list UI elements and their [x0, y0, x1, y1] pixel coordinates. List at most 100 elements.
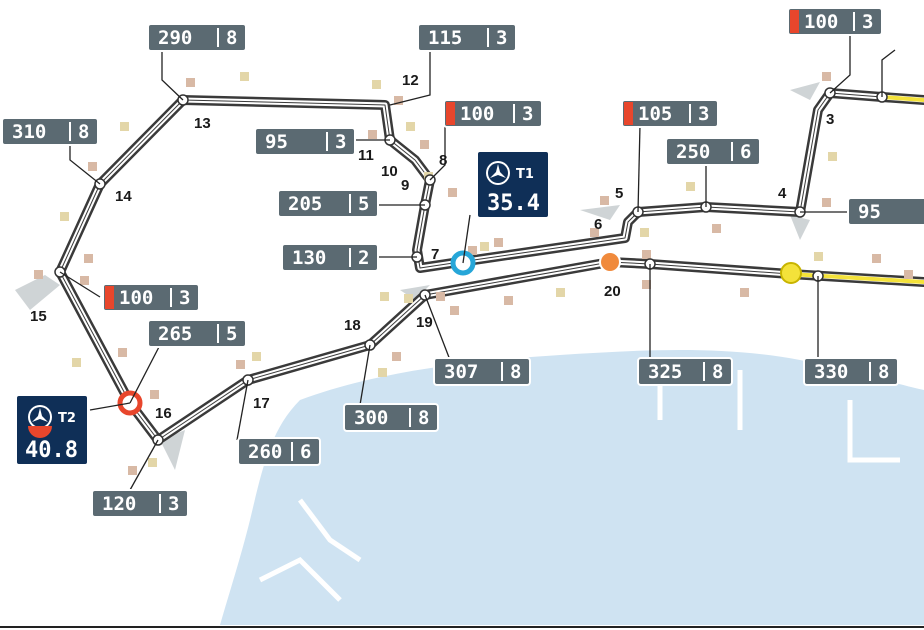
sector-marker-orange: [599, 251, 621, 273]
speed-trap-t1-value: 35.4: [487, 191, 540, 216]
speed-gear-tag: 105 3: [621, 99, 719, 128]
marshal-post: [186, 78, 195, 87]
tag-gear: 6: [300, 441, 311, 463]
turn-8-label: 8: [439, 152, 447, 169]
marshal-post: [504, 296, 513, 305]
tag-background: [254, 127, 356, 156]
marshal-post: [372, 80, 381, 89]
marshal-post: [828, 152, 837, 161]
tag-speed: 100: [460, 103, 494, 125]
marshal-post: [72, 358, 81, 367]
marshal-post: [712, 224, 721, 233]
turn-4-label: 4: [778, 185, 787, 202]
tag-speed: 307: [444, 361, 478, 383]
marshal-post: [252, 352, 261, 361]
marshal-post: [468, 246, 477, 255]
tag-speed: 290: [158, 27, 192, 49]
track-centerline: [59, 92, 924, 441]
tag-background: [417, 23, 517, 52]
marshal-markers: [34, 72, 913, 475]
tag-speed: 95: [265, 131, 288, 153]
leader-lines: [59, 35, 896, 491]
speed-trap-t1-box: T1 35.4: [478, 152, 548, 217]
marshal-post: [436, 292, 445, 301]
marshal-post: [240, 72, 249, 81]
marshal-post: [118, 348, 127, 357]
marshal-post: [480, 242, 489, 251]
marshal-post: [150, 390, 159, 399]
tag-gear: 3: [522, 103, 533, 125]
tag-speed: 100: [804, 11, 838, 33]
tag-background: [621, 99, 719, 128]
marshal-post: [128, 466, 137, 475]
tag-background: [433, 357, 531, 386]
tag-gear: 8: [712, 361, 723, 383]
tag-gear: 5: [226, 323, 237, 345]
tag-gear: 3: [698, 103, 709, 125]
tag-speed: 120: [102, 493, 136, 515]
runoff-areas: [15, 82, 820, 470]
mercedes-star-icon: [486, 161, 510, 185]
turn-16-label: 16: [155, 405, 172, 422]
marshal-post: [120, 122, 129, 131]
drs-zone-top: [880, 95, 924, 102]
tag-speed: 100: [119, 287, 153, 309]
turn-10-label: 10: [381, 163, 398, 180]
speed-trap-t2-box: T2 40.8: [17, 396, 87, 464]
drs-detection-marker: [780, 262, 802, 284]
tag-background: [277, 189, 379, 218]
marshal-post: [822, 198, 831, 207]
turn-17-label: 17: [253, 395, 270, 412]
marshal-post: [686, 182, 695, 191]
speed-gear-tag: 120 3: [91, 489, 189, 518]
tag-gear: 3: [179, 287, 190, 309]
tag-background: [147, 23, 247, 52]
brake-indicator: [790, 10, 799, 33]
tag-background: [443, 99, 543, 128]
marshal-post: [740, 288, 749, 297]
speed-trap-t2-value: 40.8: [25, 438, 78, 463]
turn-9-label: 9: [401, 177, 409, 194]
marshal-post: [590, 228, 599, 237]
tag-speed: 130: [292, 247, 326, 269]
tag-speed: 95: [858, 201, 881, 223]
tag-speed: 310: [12, 121, 46, 143]
marshal-post: [450, 306, 459, 315]
tag-speed: 205: [288, 193, 322, 215]
marshal-post: [406, 122, 415, 131]
tag-speed: 105: [638, 103, 672, 125]
tag-gear: 3: [496, 27, 507, 49]
brake-indicator: [105, 286, 114, 309]
marshal-post: [822, 72, 831, 81]
turn-19-label: 19: [416, 314, 433, 331]
brake-indicator: [446, 102, 455, 125]
tag-gear: 8: [418, 407, 429, 429]
marshal-post: [380, 292, 389, 301]
marshal-post: [904, 270, 913, 279]
tag-background: [637, 357, 733, 386]
tag-gear: 8: [78, 121, 89, 143]
tag-background: [665, 137, 761, 166]
marshal-post: [448, 188, 457, 197]
tag-speed: 250: [676, 141, 710, 163]
tag-gear: 3: [168, 493, 179, 515]
tag-background: [91, 489, 189, 518]
speed-trap-t1-label: T1: [516, 167, 534, 182]
harbour-piers: [258, 360, 900, 602]
turn-numbers: 3 4 5 6 7 8 9 10 11 12 13 14 15 16 17 18…: [30, 72, 834, 422]
marshal-post: [404, 294, 413, 303]
marshal-post: [60, 212, 69, 221]
marshal-post: [80, 276, 89, 285]
speed-gear-tag: 100 3: [102, 283, 200, 312]
